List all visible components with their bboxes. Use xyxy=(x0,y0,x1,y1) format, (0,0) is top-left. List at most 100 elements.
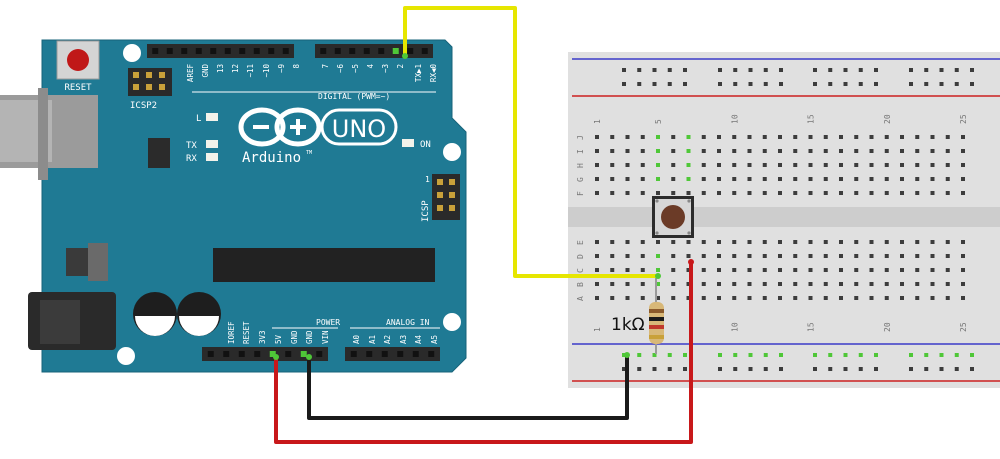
breadboard-hole xyxy=(869,254,874,258)
icsp2-pin xyxy=(146,72,152,78)
model-label: UNO xyxy=(332,115,386,143)
column-number-top: 20 xyxy=(883,114,892,124)
reset-button-cap[interactable] xyxy=(67,49,89,71)
breadboard-hole xyxy=(854,296,859,300)
breadboard-hole xyxy=(793,282,798,286)
breadboard-hole xyxy=(808,268,813,272)
rail-hole xyxy=(874,68,878,72)
rail-hole xyxy=(813,82,817,86)
power-pin-label: 5V xyxy=(274,334,283,344)
header-pin xyxy=(181,48,188,54)
breadboard-hole xyxy=(732,282,737,286)
pin-header-body xyxy=(345,347,440,361)
breadboard-hole xyxy=(884,282,889,286)
breadboard-hole xyxy=(793,254,798,258)
rail-hole xyxy=(637,82,642,86)
header-pin xyxy=(207,351,214,357)
breadboard-hole-connected xyxy=(656,282,660,286)
digital-pin-label: 12 xyxy=(231,64,240,73)
digital-label: DIGITAL (PWM=~) xyxy=(318,92,390,101)
breadboard-hole xyxy=(595,149,599,153)
breadboard-hole xyxy=(671,135,676,139)
breadboard-hole xyxy=(915,268,920,272)
breadboard-hole xyxy=(900,254,904,258)
atmega-chip xyxy=(213,248,435,282)
icsp-pin xyxy=(437,205,443,211)
breadboard-hole xyxy=(671,240,676,244)
breadboard-hole xyxy=(610,163,615,167)
rail-hole-connected xyxy=(970,353,974,357)
breadboard-hole xyxy=(869,240,874,244)
breadboard-hole xyxy=(762,296,767,300)
breadboard-hole xyxy=(762,240,767,244)
breadboard-hole xyxy=(595,268,599,272)
breadboard-hole xyxy=(778,282,782,286)
breadboard-hole xyxy=(610,254,615,258)
rail-hole xyxy=(667,82,672,86)
column-number-bottom: 25 xyxy=(959,322,968,332)
icsp-pin xyxy=(449,192,455,198)
header-pin xyxy=(253,48,260,54)
breadboard-hole xyxy=(854,163,859,167)
icsp2-pin xyxy=(159,72,165,78)
rail-hole xyxy=(637,68,642,72)
breadboard-hole xyxy=(808,254,813,258)
rail-hole xyxy=(858,367,863,371)
breadboard-hole xyxy=(869,191,874,195)
icsp2-pin xyxy=(146,84,152,90)
rail-hole xyxy=(763,82,768,86)
breadboard-hole xyxy=(900,240,904,244)
digital-pin-label: ~6 xyxy=(336,64,345,74)
breadboard-hole xyxy=(640,163,645,167)
rail-hole xyxy=(733,68,738,72)
rail-hole xyxy=(843,367,848,371)
breadboard-hole xyxy=(930,268,935,272)
breadboard-hole xyxy=(747,177,752,181)
header-pin xyxy=(239,48,246,54)
center-channel xyxy=(568,207,1000,227)
column-number-top: 1 xyxy=(593,119,602,124)
resistor-band xyxy=(649,309,664,313)
breadboard-hole xyxy=(793,268,798,272)
row-letter: A xyxy=(576,296,585,301)
header-pin xyxy=(428,351,435,357)
breadboard-hole-connected xyxy=(656,135,660,139)
capacitor xyxy=(133,292,177,336)
breadboard-hole xyxy=(595,135,599,139)
breadboard-hole xyxy=(808,163,813,167)
breadboard-hole xyxy=(610,268,615,272)
resistor-band xyxy=(649,317,664,321)
rail-hole xyxy=(939,68,944,72)
breadboard-hole xyxy=(610,135,615,139)
breadboard-hole xyxy=(961,268,965,272)
breadboard-hole xyxy=(778,149,782,153)
voltage-regulator-tab xyxy=(88,243,108,281)
row-letter: H xyxy=(576,163,585,168)
breadboard-hole xyxy=(778,268,782,272)
column-number-top: 25 xyxy=(959,114,968,124)
rail-hole xyxy=(924,68,929,72)
breadboard-hole xyxy=(732,149,737,153)
push-button-cap xyxy=(661,205,685,229)
breadboard-hole xyxy=(747,191,752,195)
breadboard-hole xyxy=(915,149,920,153)
wire-endpoint xyxy=(306,354,312,360)
breadboard-hole xyxy=(961,191,965,195)
usb-connector-flange xyxy=(38,88,48,180)
breadboard-hole xyxy=(686,240,691,244)
rail-hole-connected xyxy=(874,353,878,357)
breadboard-hole xyxy=(671,268,676,272)
wire-endpoint xyxy=(273,354,279,360)
header-pin xyxy=(392,48,399,54)
breadboard-hole xyxy=(701,240,706,244)
breadboard-hole xyxy=(732,254,737,258)
breadboard-hole xyxy=(869,296,874,300)
digital-pin-label: GND xyxy=(201,64,210,78)
breadboard-hole xyxy=(701,149,706,153)
breadboard-hole xyxy=(915,177,920,181)
breadboard-hole xyxy=(732,296,737,300)
rail-hole xyxy=(718,68,722,72)
breadboard-hole xyxy=(717,149,721,153)
rail-hole xyxy=(763,367,768,371)
